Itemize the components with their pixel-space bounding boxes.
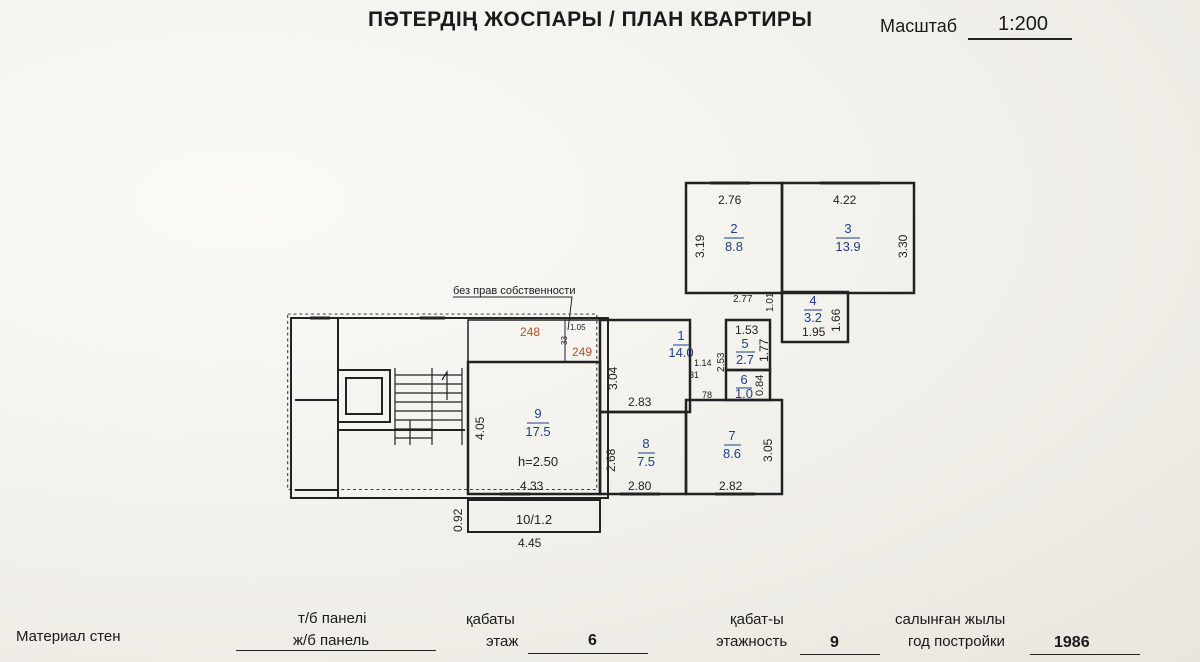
room-9-number: 9	[534, 406, 541, 421]
floors-underline	[800, 654, 880, 655]
year-underline	[1030, 654, 1140, 655]
year-value: 1986	[1054, 634, 1090, 651]
room-8-area: 7.5	[637, 454, 655, 469]
dimension-label: 4.45	[518, 536, 542, 550]
dimension-label: 1.77	[757, 338, 771, 362]
dimension-label: 2.76	[718, 193, 742, 207]
floors-label-kz: қабат-ы	[730, 611, 784, 628]
dimension-label: 31	[689, 370, 699, 380]
room-1-area: 14.0	[668, 345, 693, 360]
dimension-label: 2.77	[733, 294, 753, 305]
dimension-label: 4.22	[833, 193, 857, 207]
floor-label-ru: этаж	[486, 633, 519, 650]
fraction-lines	[527, 237, 860, 454]
dimension-label: 2.68	[604, 448, 618, 472]
room-6-number: 6	[740, 372, 747, 387]
ownership-note: без прав собственности	[453, 285, 576, 297]
stairs	[394, 368, 463, 445]
room-7-number: 7	[728, 428, 735, 443]
dimension-label: 1.66	[829, 308, 843, 332]
scale-label: Масштаб	[880, 16, 958, 36]
room-labels: 1 14.0 2 8.8 3 13.9 4 3.2 5 2.7 6 1.0 7 …	[516, 221, 861, 527]
room-5-area: 2.7	[736, 352, 754, 367]
dimension-label: 248	[520, 325, 540, 339]
wall-material-ru: ж/б панель	[293, 632, 370, 649]
dimension-label: 3.04	[606, 366, 620, 390]
balcony-outline	[467, 499, 601, 533]
year-label-ru: год постройки	[908, 633, 1005, 650]
scale-underline	[968, 38, 1072, 40]
dimension-label: 0.92	[451, 508, 465, 532]
room-2-area: 8.8	[725, 239, 743, 254]
dimension-label: 1.53	[735, 323, 759, 337]
note-leader-line	[453, 296, 573, 331]
plan-stroke	[441, 369, 448, 400]
dimension-label: 0.84	[754, 375, 766, 396]
room-7-area: 8.6	[723, 446, 741, 461]
floors-value: 9	[830, 634, 839, 651]
room-3-area: 13.9	[835, 239, 860, 254]
floor-value: 6	[588, 632, 597, 649]
floors-label-ru: этажность	[716, 633, 788, 650]
dimension-label: 4.05	[473, 416, 487, 440]
ceiling-height: h=2.50	[518, 454, 558, 469]
plan-stroke	[287, 181, 916, 533]
room-4-number: 4	[809, 293, 816, 308]
dimension-label: 78	[702, 390, 712, 400]
dimension-label: 1.05	[570, 323, 586, 332]
room-4-area: 3.2	[804, 310, 822, 325]
dimension-label: 3.19	[693, 234, 707, 258]
dimension-label: 2.83	[628, 395, 652, 409]
dimension-label: 1.01	[765, 292, 776, 312]
room-8-number: 8	[642, 436, 649, 451]
dimension-label: 1.14	[694, 358, 712, 368]
wall-material-kz: т/б панелі	[298, 610, 367, 627]
dimension-label: 249	[572, 345, 592, 359]
dimension-label: 3.05	[761, 438, 775, 462]
room-5-number: 5	[741, 336, 748, 351]
room-9-area: 17.5	[525, 424, 550, 439]
dimension-label: 2.80	[628, 479, 652, 493]
floor-underline	[528, 653, 648, 654]
dimension-label: 2.53	[716, 352, 727, 372]
plan-stroke	[287, 313, 598, 491]
dimension-label: 1.95	[802, 325, 826, 339]
dimension-label: 4.33	[520, 479, 544, 493]
dimension-label: 33	[560, 336, 569, 345]
floor-label-kz: қабаты	[466, 611, 515, 628]
plan-stroke	[310, 181, 880, 496]
building-left-outline	[290, 317, 609, 499]
room-3-number: 3	[844, 221, 851, 236]
wall-material-label: Материал стен	[16, 628, 121, 645]
room-6-outline	[724, 368, 772, 402]
dimension-label: 2.82	[719, 479, 743, 493]
year-label-kz: салынған жылы	[895, 611, 1006, 628]
room-10-label: 10/1.2	[516, 512, 552, 527]
room-2-number: 2	[730, 221, 737, 236]
page-title: ПӘТЕРДІҢ ЖОСПАРЫ / ПЛАН КВАРТИРЫ	[368, 8, 813, 31]
wall-material-underline	[236, 650, 436, 651]
dimension-labels: 2.76 4.22 3.19 3.30 2.77 1.01 1.95 1.66 …	[451, 193, 910, 550]
dimension-label: 3.30	[896, 234, 910, 258]
room-6-area: 1.0	[735, 386, 753, 401]
room-1-number: 1	[677, 328, 684, 343]
plan-stroke	[345, 377, 383, 415]
scale-value: 1:200	[998, 13, 1049, 35]
